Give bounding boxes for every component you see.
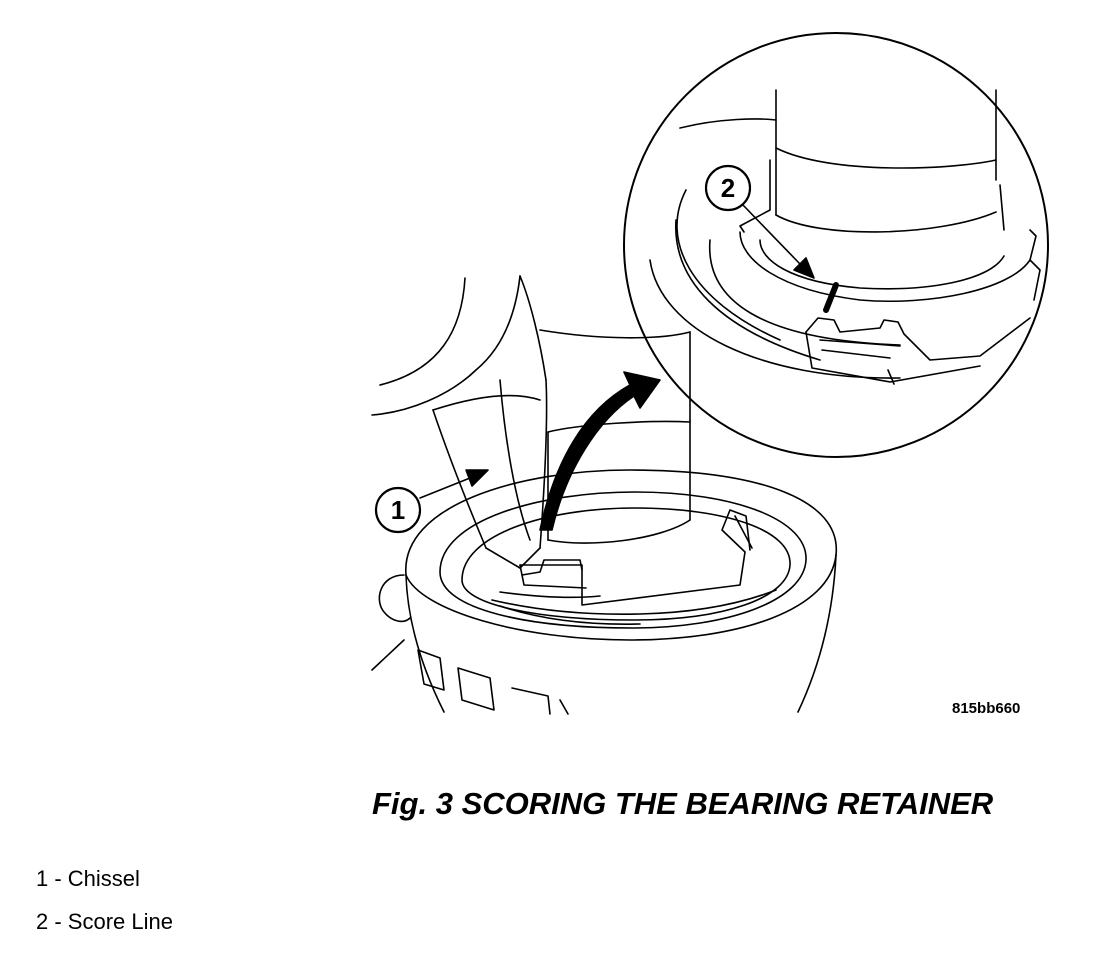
shaft-drawing (539, 329, 691, 544)
callout-2-badge (704, 164, 752, 212)
figure-legend: 1 - Chissel 2 - Score Line (36, 868, 173, 954)
legend-item: 1 - Chissel (36, 866, 140, 891)
housing-drawing (371, 469, 837, 715)
legend-item: 2 - Score Line (36, 909, 173, 934)
curved-arrow (539, 371, 661, 531)
callout-2-number: 2 (721, 173, 735, 203)
score-line-mark (823, 282, 839, 313)
detail-magnifier (623, 32, 1049, 458)
bearing-retainer-illustration: 1 2 (371, 32, 1049, 715)
callout-1-badge (374, 486, 422, 534)
figure-caption-title: Fig. 3 SCORING THE BEARING RETAINER (372, 786, 994, 821)
callout-2-leader (741, 203, 815, 279)
figure-reference-code: 815bb660 (952, 700, 1021, 717)
callout-1-number: 1 (391, 495, 405, 525)
retainer-clip-drawing (499, 509, 753, 606)
callout-1-leader (419, 469, 489, 499)
